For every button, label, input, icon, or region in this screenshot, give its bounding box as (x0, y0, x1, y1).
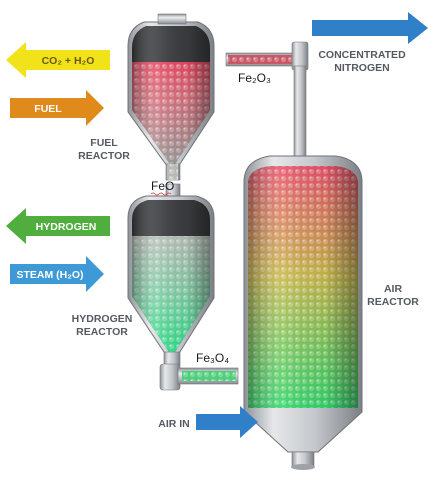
fuel-reactor-label-line1: FUEL (90, 137, 118, 149)
hydrogen-reactor-vessel (127, 183, 215, 367)
air-reactor-label-line2: REACTOR (367, 296, 419, 308)
fe2o3-label: Fe₂O₃ (238, 71, 271, 85)
co2-h2o-arrow: CO₂ + H₂O (6, 42, 110, 78)
air-in-arrow (196, 406, 258, 438)
hydrogen-arrow: HYDROGEN (6, 208, 110, 244)
air-reactor-label-line1: AIR (384, 283, 403, 295)
steam-arrow: STEAM (H₂O) (10, 256, 104, 292)
co2-h2o-arrow-label: CO₂ + H₂O (42, 55, 95, 67)
hydrogen-arrow-label: HYDROGEN (36, 221, 97, 233)
air-in-label: AIR IN (158, 418, 190, 430)
fuel-reactor-vessel (127, 13, 215, 181)
fe3o4-label: Fe₃O₄ (196, 351, 229, 365)
hydrogen-reactor-label-line1: HYDROGEN (72, 313, 133, 325)
hydrogen-reactor-label-line2: REACTOR (76, 326, 128, 338)
fuel-arrow-label: FUEL (34, 103, 62, 115)
concentrated-nitrogen-label-line2: NITROGEN (334, 62, 389, 74)
fuel-arrow: FUEL (10, 90, 104, 126)
top-transfer-pipe (225, 41, 309, 159)
concentrated-nitrogen-arrow (312, 12, 428, 44)
steam-arrow-label: STEAM (H₂O) (16, 269, 83, 281)
concentrated-nitrogen-label-line1: CONCENTRATED (318, 49, 406, 61)
fuel-reactor-label-line2: REACTOR (78, 150, 130, 162)
air-reactor-vessel (243, 155, 363, 470)
feo-underline (150, 192, 172, 196)
feo-label: FeO (151, 179, 174, 193)
bottom-transfer-pipe (159, 363, 239, 391)
